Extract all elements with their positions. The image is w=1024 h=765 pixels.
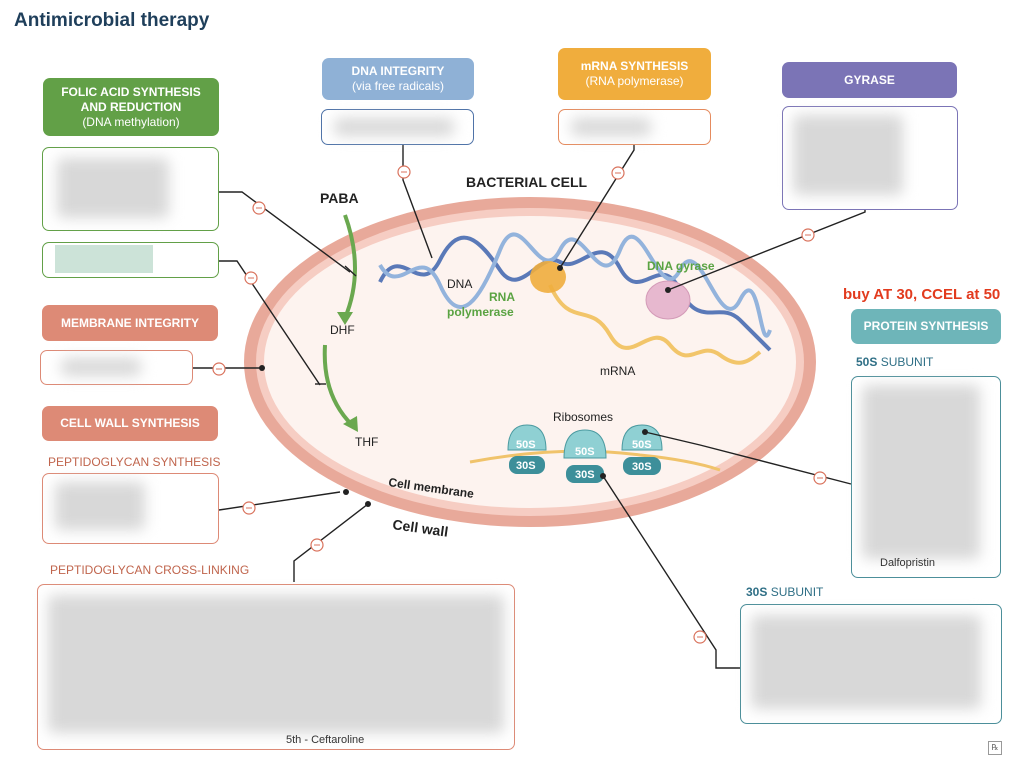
protein-synthesis-header: PROTEIN SYNTHESIS (851, 309, 1001, 344)
connector-lines (193, 145, 866, 669)
paba-to-dhf-arrow (343, 214, 357, 319)
paba-label: PABA (320, 190, 359, 206)
subunit-50s-box[interactable]: Dalfopristin (851, 376, 1001, 578)
folic-acid-header-line2: AND REDUCTION (80, 99, 182, 114)
inhibition-markers (212, 165, 827, 644)
dhf-label: DHF (330, 323, 355, 337)
subunit-30s-label-bold: 30S (746, 585, 768, 599)
ribosome-3 (621, 424, 663, 475)
paba-to-dhf-arrowhead (337, 312, 353, 325)
ribosome-1-50s: 50S (516, 439, 536, 451)
peptidoglycan-crosslinking-label: PEPTIDOGLYCAN CROSS-LINKING (50, 563, 250, 577)
dna-integrity-header-line1: DNA INTEGRITY (351, 64, 445, 78)
ribosome-2-50s: 50S (575, 446, 595, 458)
dna-integrity-answer-box[interactable] (321, 109, 474, 145)
rna-polymerase (530, 261, 566, 293)
ribosome-2-30s: 30S (575, 469, 595, 481)
rna-polymerase-label-1: RNA (489, 290, 515, 304)
ribosome-mrna (469, 449, 721, 472)
ribosomes-label: Ribosomes (553, 410, 613, 424)
subunit-30s-label: 30S SUBUNIT (746, 585, 823, 599)
cell-wall-label: Cell wall (392, 516, 450, 540)
cell-wall-synthesis-header: CELL WALL SYNTHESIS (42, 406, 218, 441)
dhf-to-thf-arrowhead (343, 416, 358, 432)
peptidoglycan-crosslinking-box[interactable]: 5th - Ceftaroline (37, 584, 515, 750)
thf-label: THF (355, 435, 378, 449)
mrna-strand (548, 284, 762, 365)
subunit-30s-box[interactable] (740, 604, 1002, 724)
peptidoglycan-synthesis-label: PEPTIDOGLYCAN SYNTHESIS (48, 455, 221, 469)
ribosome-3-30s: 30S (632, 461, 652, 473)
dna-integrity-header: DNA INTEGRITY (via free radicals) (322, 58, 474, 100)
dna-helix (378, 232, 772, 352)
folic-answer-box-2[interactable] (42, 242, 219, 278)
dna-gyrase (645, 280, 691, 320)
gyrase-answer-box[interactable] (782, 106, 958, 210)
membrane-integrity-header: MEMBRANE INTEGRITY (42, 305, 218, 341)
ribosome-3-50s: 50S (632, 439, 652, 451)
ribosome-1 (507, 424, 547, 474)
promo-text: buy AT 30, CCEL at 50 (843, 286, 1001, 303)
folic-acid-header-line1: FOLIC ACID SYNTHESIS (61, 84, 201, 99)
folic-acid-header-line3: (DNA methylation) (82, 114, 180, 129)
subunit-50s-label-bold: 50S (856, 355, 878, 369)
crosslinking-partial-text: 5th - Ceftaroline (286, 734, 365, 746)
dhf-to-thf-arrow (322, 344, 354, 427)
mrna-synthesis-header-line2: (RNA polymerase) (585, 74, 684, 88)
mrna-synthesis-header-line1: mRNA SYNTHESIS (580, 59, 689, 73)
mrna-label: mRNA (600, 364, 635, 378)
mrna-answer-box[interactable] (558, 109, 711, 145)
subunit-50s-partial-text: Dalfopristin (880, 557, 936, 569)
dna-integrity-header-line2: (via free radicals) (351, 79, 445, 93)
ribosome-2 (563, 429, 607, 483)
ribosome-1-30s: 30S (516, 460, 536, 472)
subunit-50s-label: 50S SUBUNIT (856, 355, 933, 369)
connector-dots (259, 265, 671, 507)
page-title: Antimicrobial therapy (14, 10, 210, 31)
folic-answer-box-1[interactable] (42, 147, 219, 231)
dna-gyrase-label: DNA gyrase (647, 259, 715, 273)
bacterial-cell-label: BACTERIAL CELL (466, 174, 588, 190)
subunit-50s-label-rest: SUBUNIT (877, 355, 934, 369)
dna-label: DNA (447, 277, 472, 291)
peptidoglycan-synthesis-box[interactable] (42, 473, 219, 544)
mrna-synthesis-header: mRNA SYNTHESIS (RNA polymerase) (558, 48, 711, 100)
rna-polymerase-label-2: polymerase (447, 305, 514, 319)
gyrase-header: GYRASE (782, 62, 957, 98)
membrane-answer-box[interactable] (40, 350, 193, 385)
folic-acid-header: FOLIC ACID SYNTHESIS AND REDUCTION (DNA … (43, 78, 219, 136)
subunit-30s-label-rest: SUBUNIT (767, 585, 824, 599)
corner-logo-icon: ℞ (988, 741, 1002, 755)
